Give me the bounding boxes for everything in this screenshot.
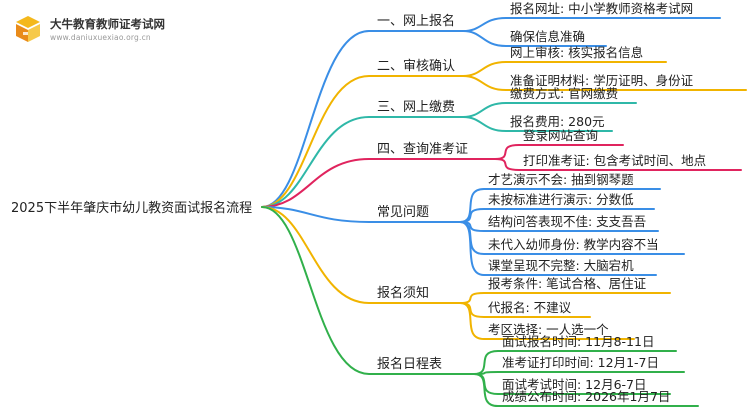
leaf-line-7-2 [473, 371, 685, 375]
leaf-label-6-2: 代报名: 不建议 [488, 300, 572, 315]
leaf-line-7-4 [473, 373, 699, 407]
branch-label-5: 常见问题 [377, 205, 429, 220]
leaf-label-7-3: 面试考试时间: 12月6-7日 [502, 377, 647, 392]
leaf-label-6-3: 考区选择: 一人选一个 [488, 322, 609, 337]
leaf-label-2-1: 网上审核: 核实报名信息 [510, 45, 643, 60]
logo-title: 大牛教育教师证考试网 [50, 17, 165, 31]
leaf-label-2-2: 准备证明材料: 学历证明、身份证 [510, 73, 694, 88]
leaf-label-7-4: 成绩公布时间: 2026年1月7日 [502, 389, 670, 404]
branch-label-1: 一、网上报名 [377, 13, 455, 29]
branch-label-2: 二、审核确认 [377, 59, 455, 74]
branch-label-3: 三、网上缴费 [377, 100, 455, 115]
leaf-label-3-2: 报名费用: 280元 [510, 114, 605, 129]
leaf-line-6-3 [459, 302, 635, 340]
branch-line-6 [261, 206, 461, 304]
connector-lines [261, 17, 747, 407]
branch-label-7: 报名日程表 [377, 356, 442, 372]
leaf-label-4-1: 登录网站查询 [523, 128, 598, 143]
leaf-label-7-1: 面试报名时间: 11月8-11日 [502, 334, 654, 349]
leaf-label-5-5: 课堂呈现不完整: 大脑宕机 [488, 258, 634, 273]
branch-line-3 [261, 116, 464, 208]
leaf-label-5-3: 结构问答表现不佳: 支支吾吾 [488, 214, 646, 229]
leaf-line-2-2 [462, 75, 747, 91]
leaf-label-5-4: 未代入幼师身份: 教学内容不当 [488, 237, 659, 252]
leaf-label-1-1: 报名网址: 中小学教师资格考试网 [510, 1, 693, 16]
site-logo: 大牛教育教师证考试网 www.daniuxuexiao.org.cn [16, 16, 165, 42]
branch-label-6: 报名须知 [377, 285, 429, 301]
leaf-line-5-5 [459, 221, 657, 276]
leaf-label-3-1: 缴费方式: 官网缴费 [510, 86, 618, 101]
branch-line-2 [261, 75, 464, 208]
leaf-line-1-1 [462, 17, 721, 32]
branch-line-1 [261, 30, 464, 208]
book-icon [16, 16, 40, 42]
branch-line-7 [261, 206, 475, 375]
root-topic: 2025下半年肇庆市幼儿教资面试报名流程 [11, 200, 252, 216]
branch-line-4 [261, 158, 496, 208]
leaf-label-5-1: 才艺演示不会: 抽到钢琴题 [488, 172, 634, 187]
branch-label-4: 四、查询准考证 [377, 142, 468, 157]
leaf-label-4-2: 打印准考证: 包含考试时间、地点 [523, 153, 706, 168]
leaf-line-3-2 [462, 116, 613, 132]
branch-line-5 [261, 206, 461, 223]
leaf-label-5-2: 未按标准进行演示: 分数低 [488, 192, 634, 207]
leaf-label-6-1: 报考条件: 笔试合格、居住证 [488, 276, 647, 291]
leaf-line-4-2 [494, 158, 742, 171]
leaf-line-1-2 [462, 30, 607, 47]
leaf-label-7-2: 准考证打印时间: 12月1-7日 [502, 355, 659, 370]
logo-url: www.daniuxuexiao.org.cn [50, 33, 151, 42]
leaf-label-1-2: 确保信息准确 [510, 29, 585, 44]
